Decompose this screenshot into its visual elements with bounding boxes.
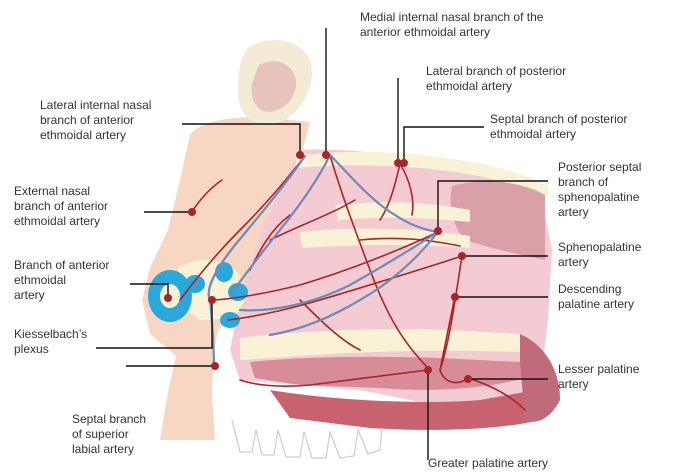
label-line: palatine artery bbox=[558, 297, 634, 312]
label-line: Septal branch of posterior bbox=[490, 112, 627, 127]
label-line: branch of anterior bbox=[40, 113, 151, 128]
palate-mucosa bbox=[250, 357, 525, 390]
label-line: ethmoidal artery bbox=[426, 79, 566, 94]
label-line: artery bbox=[558, 205, 641, 220]
label-line: Lateral internal nasal bbox=[40, 98, 151, 113]
label-lateral-internal-nasal: Lateral internal nasal branch of anterio… bbox=[40, 98, 151, 143]
label-line: Medial internal nasal branch of the bbox=[360, 10, 543, 25]
label-line: anterior ethmoidal artery bbox=[360, 25, 543, 40]
label-line: Greater palatine artery bbox=[428, 456, 548, 471]
label-kiesselbach: Kiesselbach’s plexus bbox=[14, 327, 87, 357]
label-external-nasal: External nasal branch of anterior ethmoi… bbox=[14, 184, 108, 229]
label-line: ethmoidal artery bbox=[40, 128, 151, 143]
label-septal-posterior-ethmoidal: Septal branch of posterior ethmoidal art… bbox=[490, 112, 627, 142]
label-line: Lesser palatine bbox=[558, 362, 639, 377]
label-posterior-septal-sphenopalatine: Posterior septal branch of sphenopalatin… bbox=[558, 160, 641, 220]
label-line: Sphenopalatine bbox=[558, 240, 641, 255]
label-line: Branch of anterior bbox=[14, 258, 109, 273]
label-greater-palatine: Greater palatine artery bbox=[428, 456, 548, 471]
label-descending-palatine: Descending palatine artery bbox=[558, 282, 634, 312]
label-line: ethmoidal artery bbox=[14, 214, 108, 229]
label-septal-superior-labial: Septal branch of superior labial artery bbox=[72, 412, 146, 457]
label-line: plexus bbox=[14, 342, 87, 357]
label-line: of superior bbox=[72, 427, 146, 442]
label-line: Kiesselbach’s bbox=[14, 327, 87, 342]
label-line: branch of bbox=[558, 175, 641, 190]
label-line: sphenopalatine bbox=[558, 190, 641, 205]
label-lateral-posterior-ethmoidal: Lateral branch of posterior ethmoidal ar… bbox=[426, 64, 566, 94]
label-branch-anterior-ethmoidal: Branch of anterior ethmoidal artery bbox=[14, 258, 109, 303]
label-line: artery bbox=[14, 288, 109, 303]
label-line: labial artery bbox=[72, 442, 146, 457]
label-line: artery bbox=[558, 377, 639, 392]
label-line: ethmoidal bbox=[14, 273, 109, 288]
label-line: External nasal bbox=[14, 184, 108, 199]
label-line: Descending bbox=[558, 282, 634, 297]
label-line: branch of anterior bbox=[14, 199, 108, 214]
label-line: Posterior septal bbox=[558, 160, 641, 175]
label-line: Lateral branch of posterior bbox=[426, 64, 566, 79]
label-sphenopalatine: Sphenopalatine artery bbox=[558, 240, 641, 270]
label-lesser-palatine: Lesser palatine artery bbox=[558, 362, 639, 392]
label-medial-internal-nasal: Medial internal nasal branch of the ante… bbox=[360, 10, 543, 40]
label-line: Septal branch bbox=[72, 412, 146, 427]
label-line: artery bbox=[558, 255, 641, 270]
label-line: ethmoidal artery bbox=[490, 127, 627, 142]
